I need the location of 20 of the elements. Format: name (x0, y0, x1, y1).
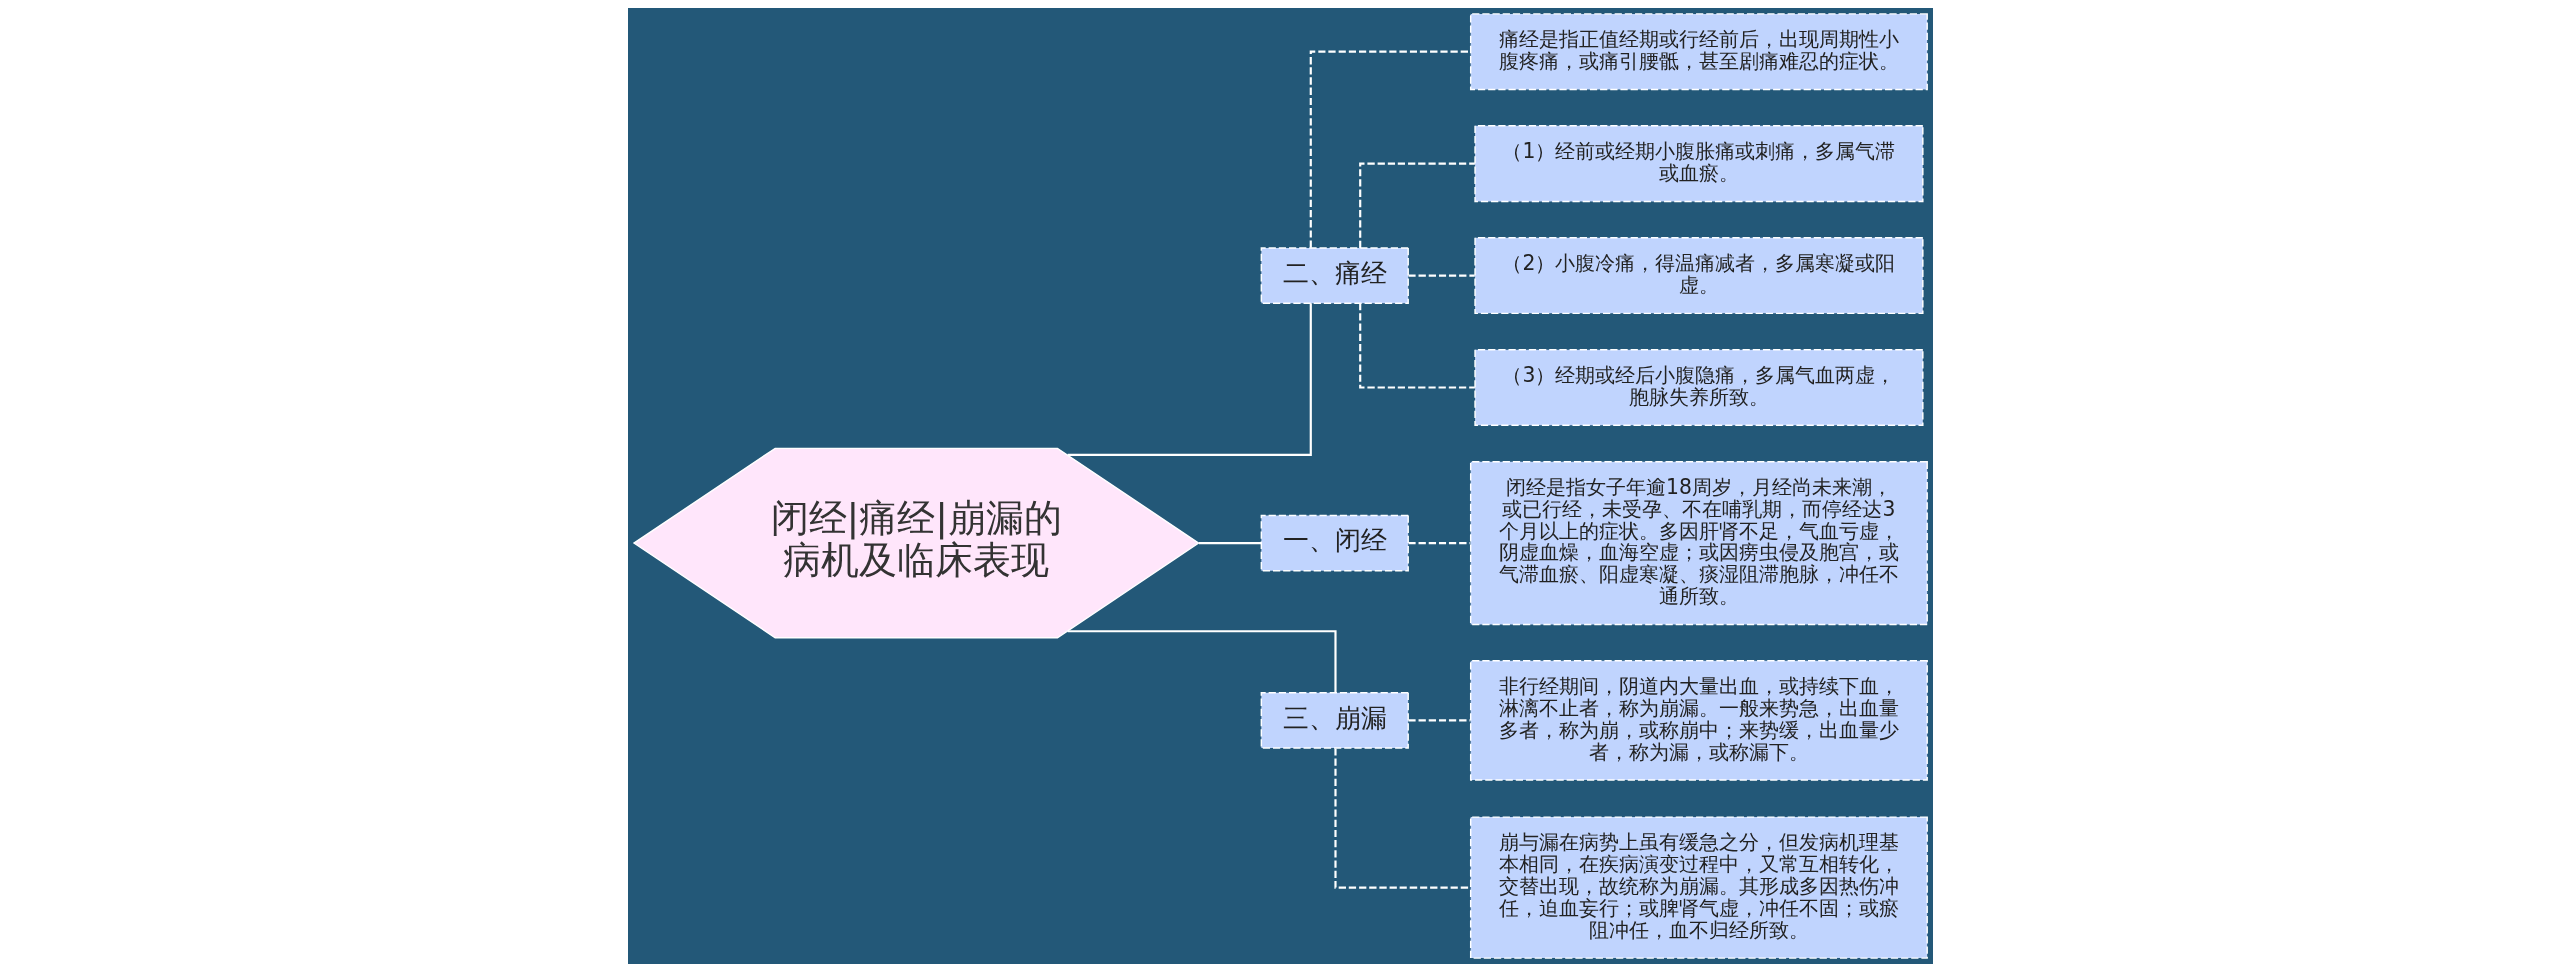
node-box: 二、痛经 (1260, 247, 1409, 304)
connector (1067, 303, 1312, 456)
connector (1407, 541, 1470, 545)
connector (1067, 630, 1337, 693)
node-box: 三、崩漏 (1260, 692, 1409, 749)
connector (1309, 50, 1470, 248)
node-box: （2）小腹冷痛，得温痛减者，多属寒凝或阳虚。 (1473, 237, 1924, 315)
node-box: （1）经前或经期小腹胀痛或刺痛，多属气滞或血瘀。 (1473, 125, 1924, 203)
connector (1407, 274, 1475, 277)
node-box: 崩与漏在病势上虽有缓急之分，但发病机理基本相同，在疾病演变过程中，又常互相转化，交替出现，故统称为崩漏。其形成多因热伤冲任，迫血妄行；或脾肾气虚，冲任不固；或瘀阻冲任，血不归经所致。 (1469, 816, 1928, 959)
node-box: （3）经期或经后小腹隐痛，多属气血两虚，胞脉失养所致。 (1473, 349, 1924, 427)
node-box: 一、闭经 (1260, 514, 1409, 572)
node-box: 痛经是指正值经期或行经前后，出现周期性小腹疼痛，或痛引腰骶，甚至剧痛难忍的症状。 (1469, 13, 1928, 91)
connector (1407, 719, 1470, 722)
node-box: 非行经期间，阴道内大量出血，或持续下血，淋漓不止者，称为崩漏。一般来势急，出血量多者，称为崩，或称崩中；来势缓，出血量少者，称为漏，或称漏下。 (1469, 660, 1928, 781)
connector (1198, 541, 1261, 545)
connector (1333, 748, 1470, 889)
connector (1358, 162, 1475, 248)
node-box: 闭经是指女子年逾18周岁，月经尚未来潮，或已行经，未受孕、不在哺乳期，而停经达3个月以上的症状。多因肝肾不足，气血亏虚，阴虚血燥，血海空虚；或因痨虫侵及胞宫，或气滞血瘀、阳虚寒凝、痰湿阻滞胞脉，冲任不通所致。 (1469, 460, 1928, 626)
connector (1358, 303, 1475, 389)
